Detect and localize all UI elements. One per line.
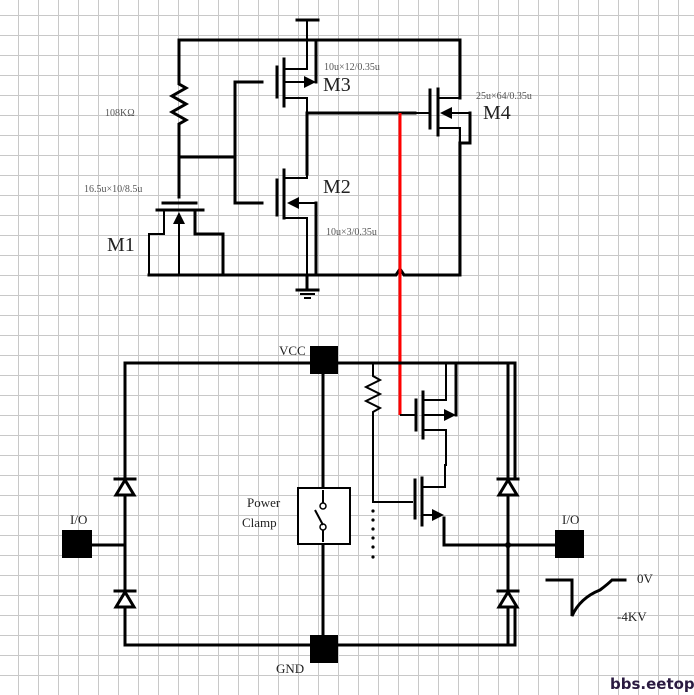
m3-label: M3 [323, 74, 351, 96]
m3-size-label: 10u×12/0.35u [324, 62, 380, 73]
diode-right-top [496, 477, 520, 497]
wave-low-label: -4KV [617, 609, 647, 624]
io-pad-left [62, 530, 92, 558]
m4-label: M4 [483, 102, 511, 124]
gate-wire [233, 80, 264, 205]
ground-rail-wire [147, 266, 462, 277]
vcc-pad [310, 346, 338, 374]
m4-size-label: 25u×64/0.35u [476, 91, 532, 102]
esd-waveform [545, 578, 627, 617]
transistor-m3 [275, 38, 318, 113]
io-right-label: I/O [562, 512, 579, 527]
esd-protection-circuit: VCC GND I/O I/O Power Clamp 0V -4KV [62, 343, 654, 676]
transistor-lower-pmos [400, 361, 458, 488]
diode-left-top [113, 477, 137, 497]
trigger-resistor [363, 363, 413, 503]
ground-symbol [295, 273, 320, 299]
transistor-m4 [415, 87, 472, 277]
resistor-label: 108KΩ [105, 108, 135, 119]
io-left-label: I/O [70, 512, 87, 527]
diode-left-bottom [113, 589, 137, 609]
wave-high-label: 0V [637, 571, 654, 586]
power-clamp [297, 487, 351, 545]
m1-size-label: 16.5u×10/8.5u [84, 184, 142, 195]
gnd-pad [310, 635, 338, 663]
gnd-label: GND [276, 661, 304, 676]
clamp-label-power: Power [247, 495, 281, 510]
transistor-m1 [148, 201, 225, 277]
diode-right-bottom [496, 589, 520, 609]
transistor-m2 [275, 168, 318, 277]
top-rail-wire [177, 38, 462, 100]
m2-size-label: 10u×3/0.35u [326, 227, 377, 238]
clamp-label-clamp: Clamp [242, 515, 277, 530]
resistor-108k [168, 80, 190, 199]
io-pad-right [555, 530, 584, 558]
top-bias-circuit: 108KΩ 16.5u×10/8.5u M1 10u×12/0.35u M3 2… [84, 18, 532, 299]
vcc-label: VCC [279, 343, 306, 358]
m2-label: M2 [323, 176, 351, 198]
m1-label: M1 [107, 234, 135, 256]
ellipsis-dots [371, 509, 375, 559]
transistor-lower-nmos [413, 476, 444, 527]
watermark: bbs.eetop.cn [610, 675, 694, 693]
